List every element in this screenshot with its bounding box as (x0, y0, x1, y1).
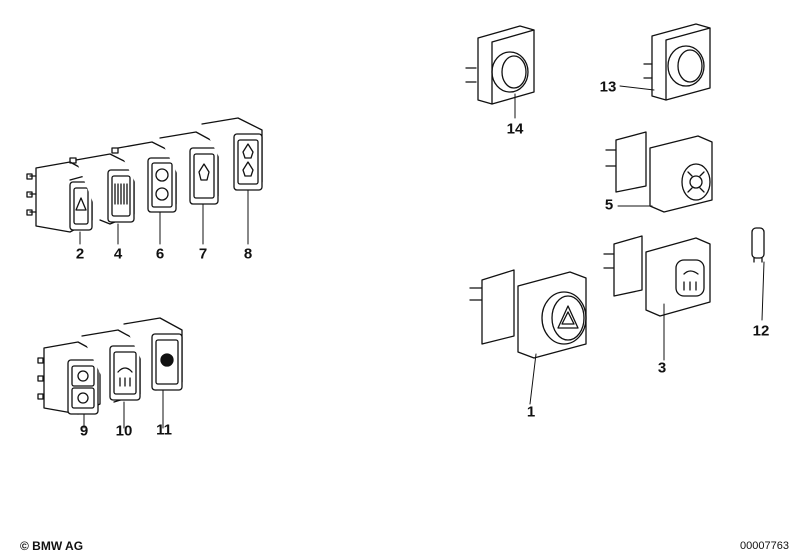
callout-9: 9 (79, 422, 89, 440)
switch-9 (37, 341, 101, 415)
callout-14: 14 (506, 120, 524, 138)
switch-5 (605, 131, 713, 213)
copyright-label: © BMW AG (20, 539, 84, 553)
switch-6 (111, 141, 177, 213)
switch-3 (603, 235, 711, 317)
switch-2 (26, 161, 93, 233)
switch-14 (465, 25, 535, 105)
callout-2: 2 (75, 245, 85, 263)
callout-3: 3 (657, 359, 667, 377)
switch-10 (81, 329, 141, 403)
callout-10: 10 (115, 422, 133, 440)
drawing-number: 00007763 (740, 540, 789, 552)
callout-6: 6 (155, 245, 165, 263)
callout-12: 12 (752, 322, 770, 340)
switch-7 (159, 131, 219, 205)
callout-8: 8 (243, 245, 253, 263)
callout-4: 4 (113, 245, 123, 263)
callout-13: 13 (599, 78, 617, 96)
switch-4 (69, 153, 135, 225)
bulb-12 (751, 227, 765, 263)
callout-5: 5 (604, 196, 614, 214)
callout-7: 7 (198, 245, 208, 263)
switch-1 (469, 269, 587, 359)
switch-13 (643, 23, 711, 101)
callout-11: 11 (156, 421, 172, 439)
switch-8 (201, 117, 263, 191)
callout-1: 1 (526, 403, 536, 421)
switch-11 (123, 317, 183, 391)
